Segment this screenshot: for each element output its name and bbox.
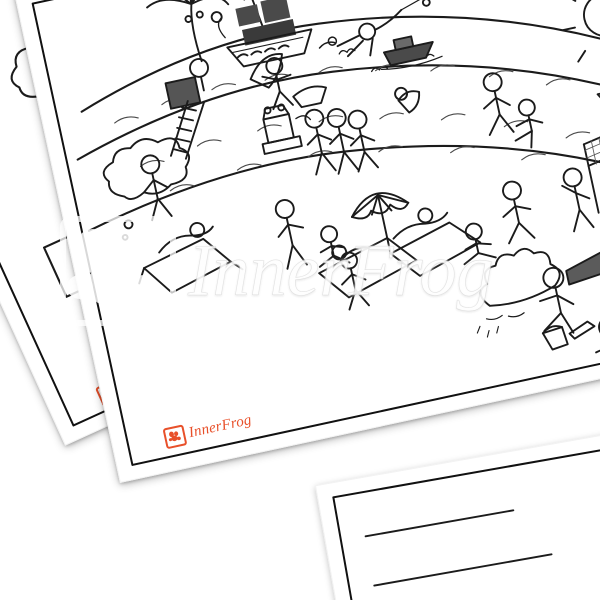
sandcastle-icon [261,103,312,155]
bucket-and-spade-icon [541,320,596,351]
surfer [249,53,327,111]
poster-sheet-sliver[interactable] [314,427,600,600]
beach-umbrella-icon [351,192,410,253]
beach-towel-icon [318,237,418,299]
sunbather-on-towel [394,86,421,114]
stick-figure-standing [274,199,308,270]
stick-figure-walking [595,316,600,354]
deck-chair-icon [389,207,482,277]
stick-figure-sitting [463,222,497,266]
sheet-sliver-artwork [316,429,600,600]
kite-icon [421,0,431,7]
stick-figure-walking [482,72,515,136]
sheet-front-artwork [15,0,600,482]
pirate-ship-icon [210,0,313,68]
stick-figure-standing [347,109,380,173]
stick-figure-walking [539,266,575,334]
sunbather-on-towel [331,244,370,262]
sun-icon [562,0,600,68]
poster-sheet-front[interactable]: InnerFrog [13,0,600,483]
stick-figure-standing [304,108,337,176]
lifeguard-ladder-icon [164,57,209,160]
stick-figure-sitting [514,98,544,149]
sandcastle-icon [476,247,561,338]
frog-icon [162,424,188,450]
brand-logo-front[interactable]: InnerFrog [162,410,253,450]
swimmer [318,36,338,49]
parasailer [336,0,473,58]
stick-figure-standing [326,107,360,175]
palm-tree-icon [142,0,233,63]
volleyball-net-icon [582,122,600,214]
stick-figure-walking [502,180,536,245]
stick-figure-standing [561,167,595,233]
beach-towel-icon [565,249,600,286]
motorboat-icon [380,35,443,70]
